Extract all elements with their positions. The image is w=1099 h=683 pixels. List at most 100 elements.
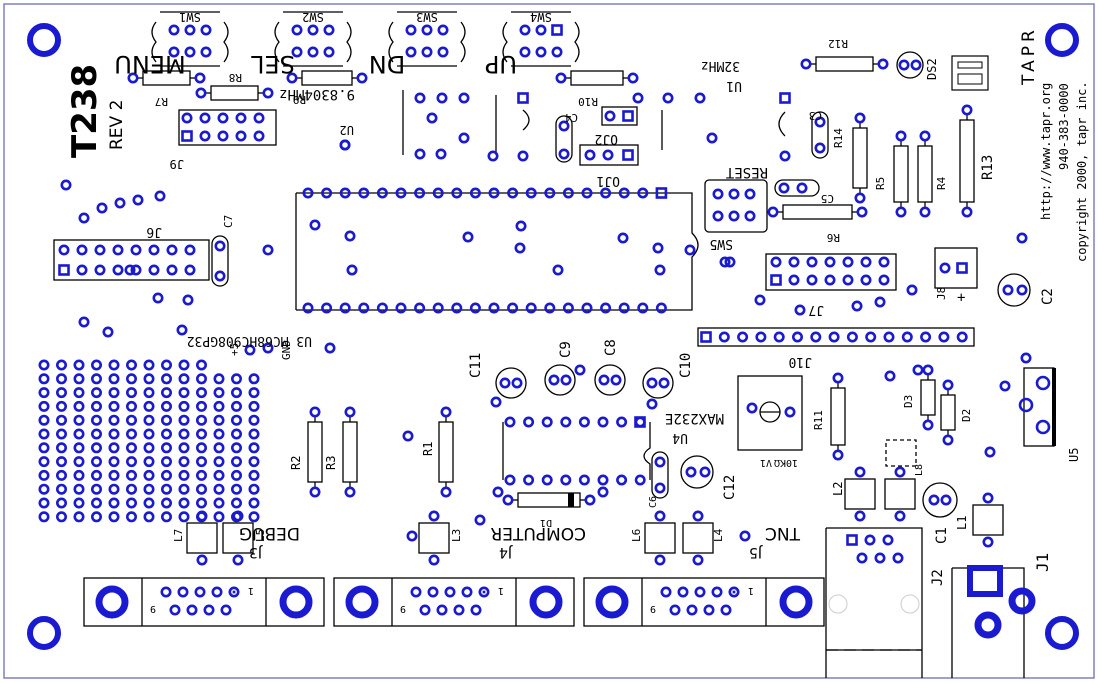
pad [181,112,193,124]
pad [824,274,836,286]
trimmer-v1 [737,375,803,451]
pad [248,387,260,399]
capacitor-c3 [811,111,829,159]
pad [58,244,70,256]
pad [982,536,994,548]
pad [597,474,609,486]
large-pad [279,585,313,619]
pad [91,359,103,371]
pad [196,483,208,495]
pad [662,92,674,104]
large-pad [95,585,129,619]
label-u3: U3 MC68HC908GP32 [187,333,312,348]
ic-notch [522,109,530,131]
pad [108,511,120,523]
pad [213,414,225,426]
pad [627,72,639,84]
pad [578,416,590,428]
pad [169,604,181,616]
label-c3: C3 [809,109,822,122]
pad [200,24,212,36]
pad [428,554,440,566]
pad [444,586,456,598]
pad [302,187,314,199]
pad [199,112,211,124]
pad [143,511,155,523]
pad [177,586,189,598]
label-r2: R2 [289,456,303,470]
connector-j9 [178,109,277,146]
large-pad [595,585,629,619]
pad [544,302,556,314]
capacitor-c8 [594,364,626,396]
pad [358,302,370,314]
pad [73,414,85,426]
pad [132,194,144,206]
pad [73,442,85,454]
pad [860,256,872,268]
pad [73,400,85,412]
pad [490,396,502,408]
label-c8: C8 [603,339,619,356]
pad [514,242,526,254]
label-l5: L5 [254,529,267,542]
pad [654,482,666,494]
resistor-r13 [959,119,975,203]
pad [440,486,452,498]
label-u4: U4 [672,430,688,445]
pad [55,456,67,468]
pad [148,244,160,256]
pad [654,510,666,522]
pad [405,46,417,58]
pad [492,486,504,498]
pad [231,373,243,385]
pad [610,374,622,386]
label-d3: D3 [902,395,915,408]
pad [38,414,50,426]
pad [166,264,178,276]
pad [810,331,822,343]
pad [504,474,516,486]
square-pad [622,110,634,122]
pad [525,302,537,314]
pad [55,387,67,399]
pad [291,46,303,58]
square-pad [655,187,668,199]
pad [692,510,704,522]
pad [519,24,531,36]
board-edge [3,3,1095,679]
switch-sw5 [704,179,768,233]
pad [166,244,178,256]
pad [112,264,124,276]
pad [637,302,649,314]
pad [773,331,785,343]
pad [694,92,706,104]
pad [920,331,932,343]
label-debug: DEBUG [239,523,300,543]
pad [632,92,644,104]
pad [541,416,553,428]
mounting-hole-top-left [27,23,61,57]
capacitor-c2 [997,273,1031,307]
pad [1016,232,1028,244]
pad [358,187,370,199]
pad [248,483,260,495]
label-u1_value: 32MHz [701,58,740,73]
label-sw5: SW5 [710,236,733,251]
pad [426,112,438,124]
label-l3: L3 [450,529,463,542]
pad [882,534,894,546]
pad [711,586,723,598]
pad [143,497,155,509]
pad [419,604,431,616]
pad [55,511,67,523]
pad [728,188,740,200]
label-c12: C12 [722,475,738,500]
pad [126,469,138,481]
pad [842,256,854,268]
label-tnc: TNC [765,523,801,543]
button-sw4 [502,11,580,67]
pad [214,240,226,252]
pad [560,416,572,428]
pad [658,377,670,389]
